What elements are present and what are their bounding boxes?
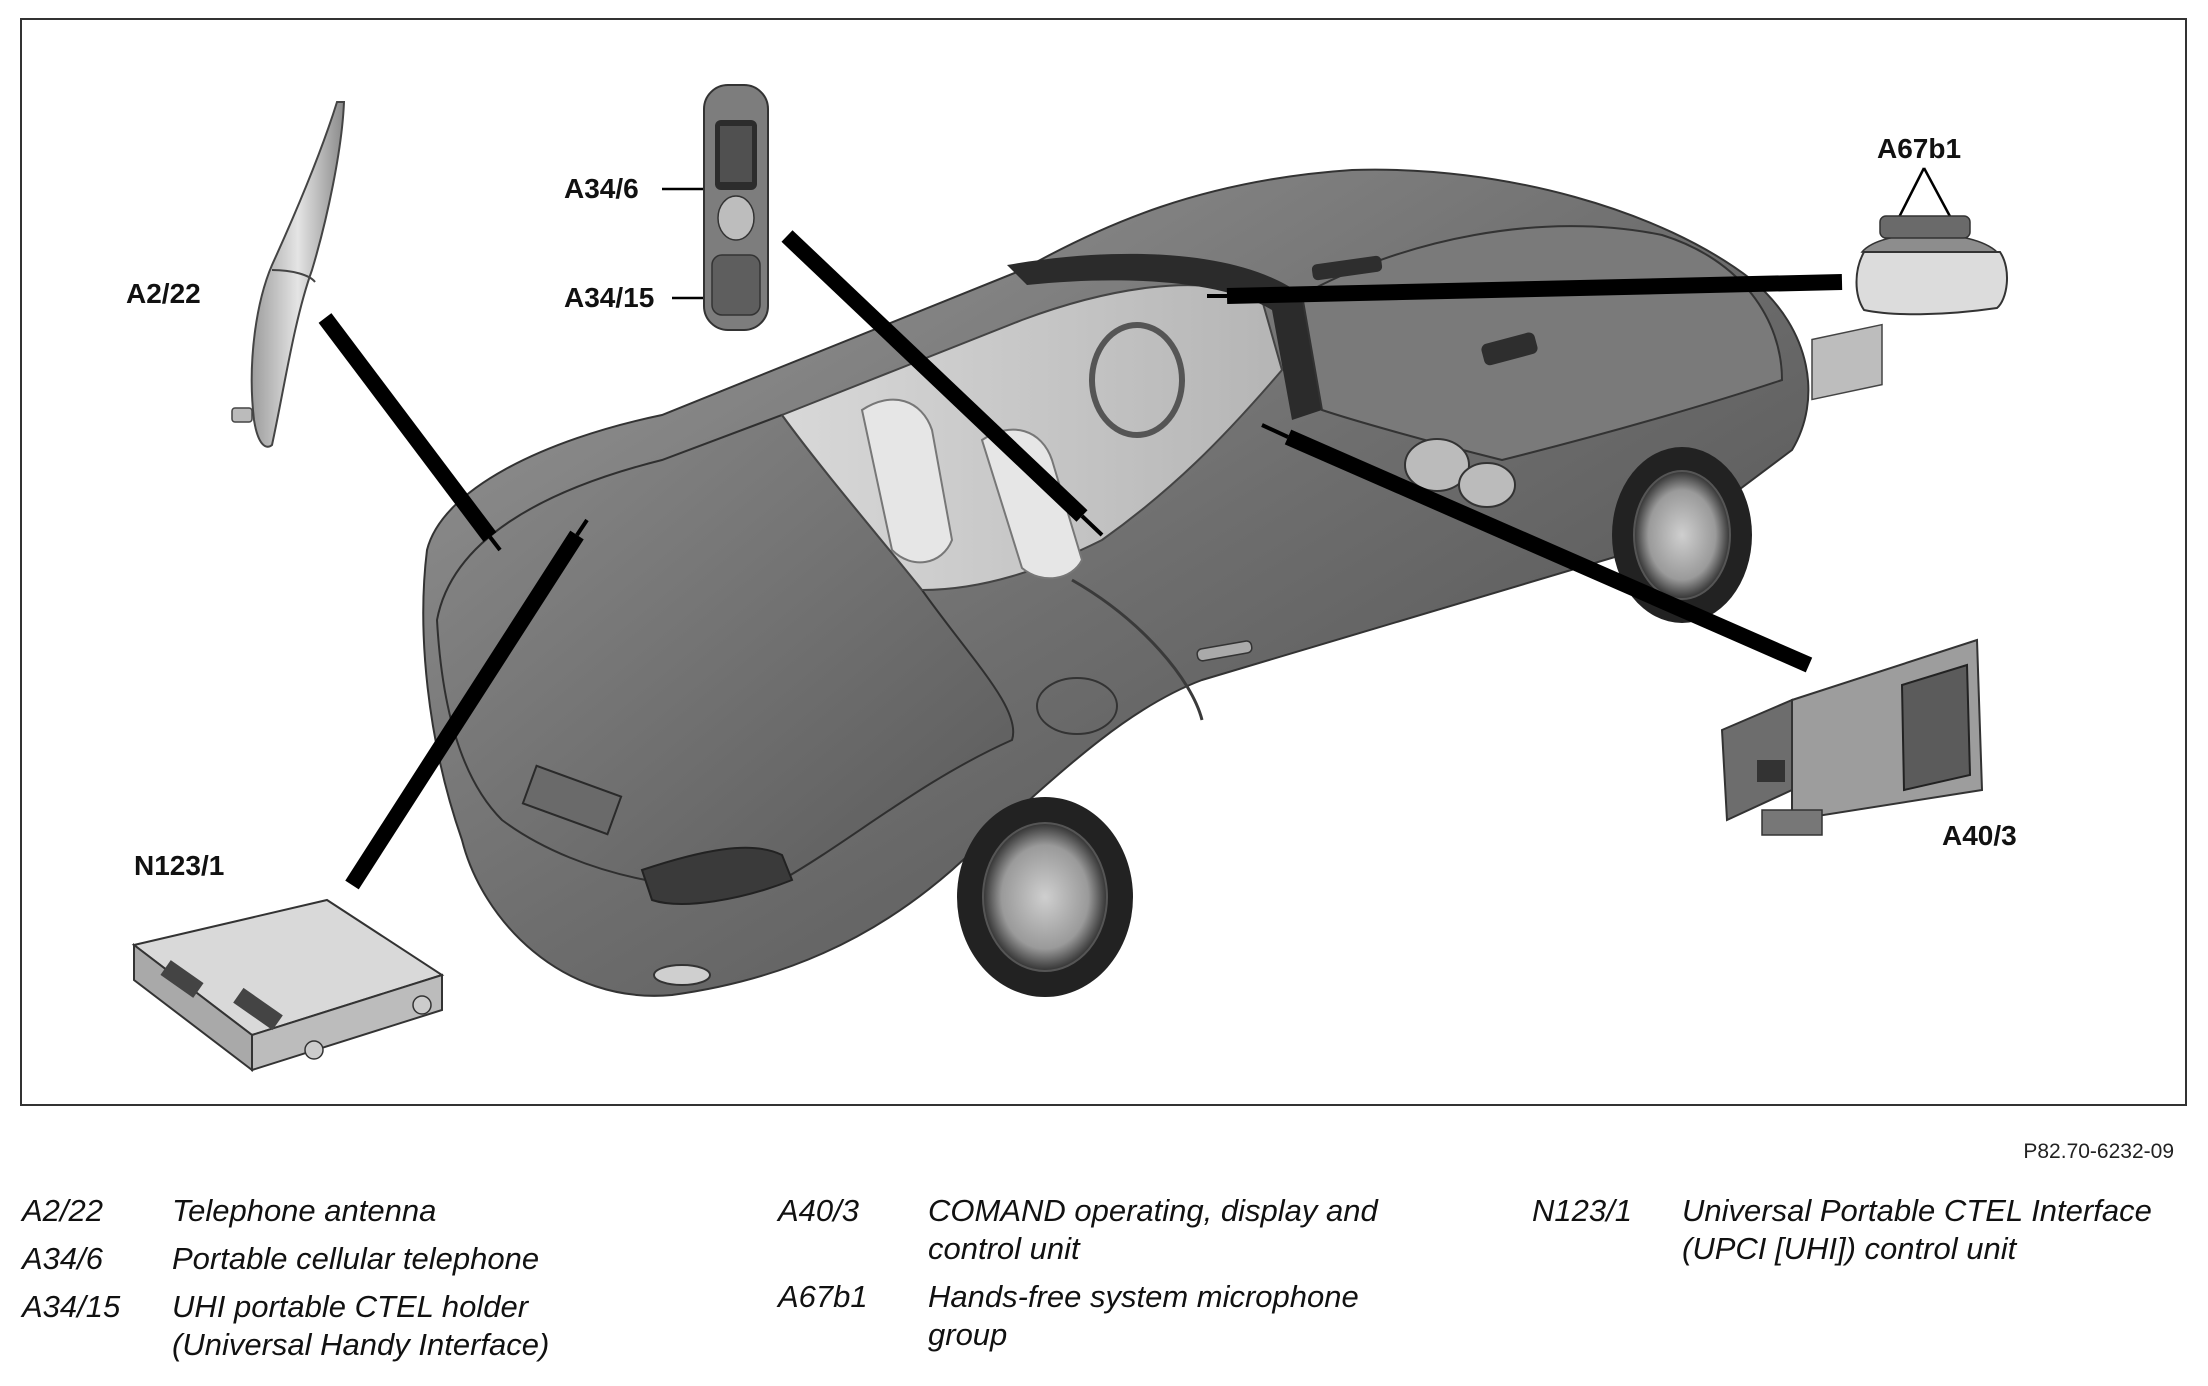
leader-line-n123-1	[345, 530, 584, 890]
legend-description: Universal Portable CTEL Interface (UPCI …	[1682, 1193, 2152, 1266]
leader-line-a34-6	[781, 230, 1088, 522]
legend-description: UHI portable CTEL holder (Universal Hand…	[172, 1289, 550, 1362]
legend-item: A2/22 Telephone antenna	[22, 1192, 732, 1230]
diagram-illustration	[131, 84, 2008, 1073]
legend-description: Portable cellular telephone	[172, 1241, 540, 1276]
leader-line-a67b1	[1226, 274, 1843, 304]
legend-column-2: A40/3 COMAND operating, display and cont…	[778, 1192, 1438, 1364]
legend-code: A2/22	[22, 1193, 104, 1228]
legend-description: Hands-free system microphone group	[928, 1279, 1359, 1352]
legend-code: A67b1	[778, 1279, 868, 1314]
leader-line-a40-3	[1284, 429, 1813, 673]
legend-column-1: A2/22 Telephone antenna A34/6 Portable c…	[22, 1192, 732, 1374]
legend-code: A34/6	[22, 1241, 104, 1276]
phone-illustration	[703, 84, 769, 331]
legend-item: A67b1 Hands-free system microphone group	[778, 1278, 1438, 1354]
legend-column-3: N123/1 Universal Portable CTEL Interface…	[1532, 1192, 2202, 1278]
legend-item: A34/6 Portable cellular telephone	[22, 1240, 732, 1278]
leader-line-a2-22	[318, 313, 497, 542]
figure-reference: P82.70-6232-09	[2023, 1140, 2174, 1163]
diagram-frame: A2/22 A34/6 A34/15 A67b1 N123/1 A40/3	[20, 18, 2187, 1106]
callout-a67b1: A67b1	[1877, 133, 1962, 164]
control-unit-illustration	[131, 898, 445, 1073]
legend-description: Telephone antenna	[172, 1193, 437, 1228]
leader-lines	[318, 167, 1962, 890]
legend-item: A40/3 COMAND operating, display and cont…	[778, 1192, 1438, 1268]
legend-item: N123/1 Universal Portable CTEL Interface…	[1532, 1192, 2202, 1268]
callout-a34-6: A34/6	[564, 173, 639, 204]
legend-item: A34/15 UHI portable CTEL holder (Univers…	[22, 1288, 732, 1364]
callout-n123-1: N123/1	[134, 850, 225, 881]
legend-code: A40/3	[778, 1193, 860, 1228]
legend-code: A34/15	[22, 1289, 121, 1324]
callout-a2-22: A2/22	[126, 278, 201, 309]
microphone-illustration	[1855, 215, 2008, 316]
antenna-illustration	[231, 101, 346, 448]
comand-unit-illustration	[1720, 323, 1984, 836]
legend-code: N123/1	[1532, 1193, 1632, 1228]
legend-description: COMAND operating, display and control un…	[928, 1193, 1378, 1266]
callout-a40-3: A40/3	[1942, 820, 2017, 851]
callout-a34-15: A34/15	[564, 282, 655, 313]
